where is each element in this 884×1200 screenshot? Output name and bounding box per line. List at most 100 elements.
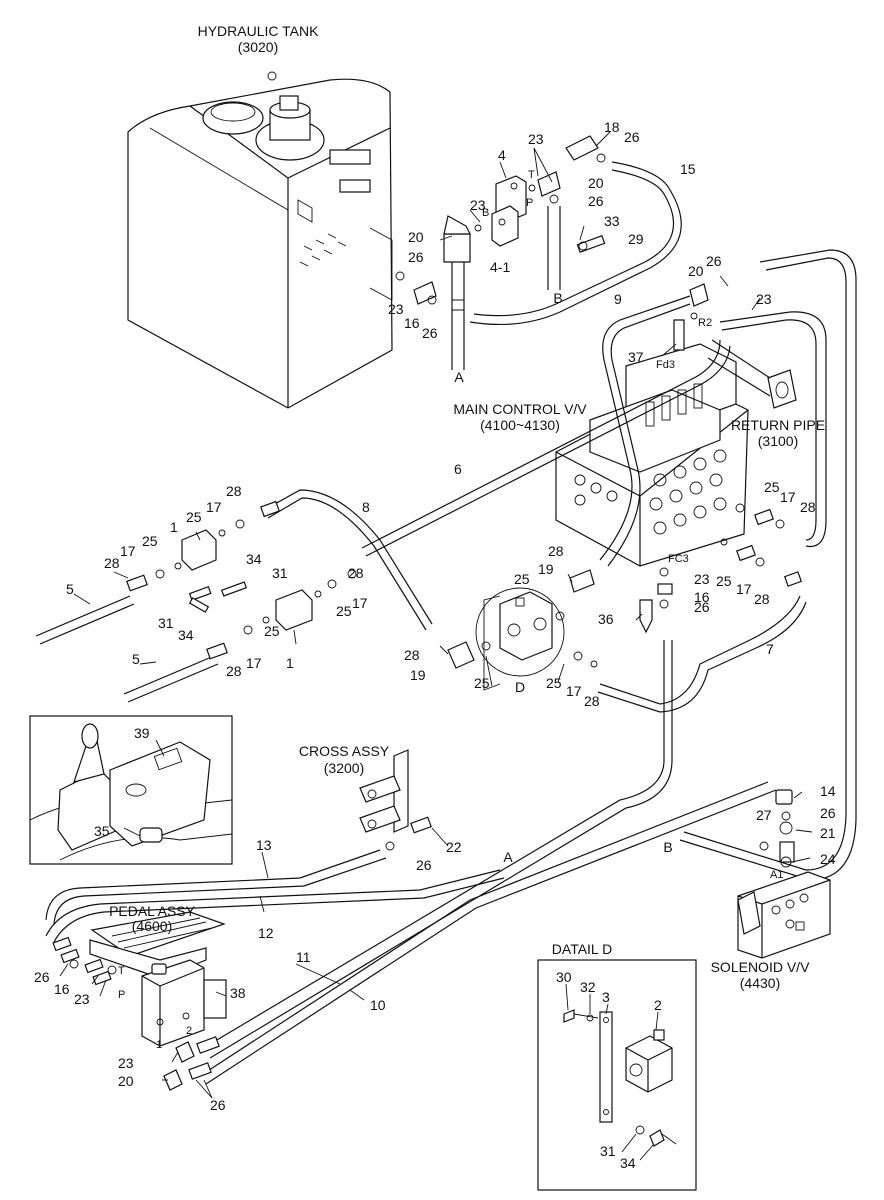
hose-13	[45, 849, 381, 921]
callout-36: 36	[598, 611, 614, 627]
callout-19: 19	[538, 561, 554, 577]
callout-12: 12	[258, 925, 274, 941]
inset-lever-view	[29, 715, 233, 865]
pedal-assy-label: PEDAL ASSY	[109, 903, 196, 919]
callout-23: 23	[388, 301, 404, 317]
callout-35: 35	[94, 823, 110, 839]
callout-26: 26	[34, 969, 50, 985]
callout-19: 19	[410, 667, 426, 683]
solenoid-vv-code: (4430)	[740, 975, 780, 991]
line-a	[199, 640, 665, 1051]
callout-5: 5	[132, 651, 140, 667]
main-control-vv-label: MAIN CONTROL V/V	[453, 401, 587, 417]
callout-25: 25	[764, 479, 780, 495]
callout-32: 32	[580, 979, 596, 995]
block-4	[491, 175, 527, 247]
callout-16: 16	[54, 981, 70, 997]
callout-26: 26	[694, 599, 710, 615]
callout-28: 28	[226, 483, 242, 499]
callout-17: 17	[352, 595, 368, 611]
hose-b	[547, 206, 561, 290]
callout-25: 25	[514, 571, 530, 587]
return-pipe-label: RETURN PIPE	[731, 417, 825, 433]
callout-34: 34	[178, 627, 194, 643]
hose-9-outer	[607, 303, 691, 567]
callout-4-1: 4-1	[490, 259, 510, 275]
hose-6-outer	[365, 345, 731, 557]
callout-15: 15	[680, 161, 696, 177]
line-b-label: B	[663, 839, 672, 855]
hose-12	[45, 869, 501, 937]
callout-26: 26	[588, 193, 604, 209]
hose-7-outer	[597, 601, 807, 713]
line-b-outer	[205, 789, 777, 1085]
hose-6	[361, 339, 721, 549]
callout-numbers: 4 23 18 26 15 20 26 23 20 26 4-1 33 29 2…	[34, 119, 836, 1171]
hose-15-outer	[473, 169, 675, 317]
pedal-assy-code: (4600)	[132, 918, 172, 934]
right-fittings	[639, 283, 803, 634]
pedal-port-2: 2	[186, 1025, 192, 1037]
line-a-label: A	[503, 849, 513, 865]
cross-assy-label: CROSS ASSY	[299, 743, 390, 759]
detail-d-box	[537, 959, 697, 1191]
callout-17: 17	[566, 683, 582, 699]
port-a-label: A	[454, 369, 464, 385]
callout-28: 28	[404, 647, 420, 663]
solenoid-vv-label: SOLENOID V/V	[711, 959, 810, 975]
hose-14	[679, 249, 857, 881]
callout-28: 28	[754, 591, 770, 607]
callout-17: 17	[780, 489, 796, 505]
callout-20: 20	[118, 1073, 134, 1089]
callout-8: 8	[362, 499, 370, 515]
hose-8-outer	[267, 497, 427, 631]
block-d	[447, 569, 598, 691]
port-r2-label: R2	[698, 317, 712, 329]
pedal-assy	[89, 911, 227, 1091]
callout-18: 18	[604, 119, 620, 135]
pedal-port-p: P	[118, 989, 125, 1001]
callout-28: 28	[104, 555, 120, 571]
callout-37: 37	[628, 349, 644, 365]
callout-33: 33	[604, 213, 620, 229]
pedal-port-1: 1	[156, 1039, 162, 1051]
callout-29: 29	[628, 231, 644, 247]
hydraulic-tank	[127, 71, 393, 409]
callout-25: 25	[264, 623, 280, 639]
solenoid-valve	[737, 789, 831, 959]
callout-2: 2	[654, 997, 662, 1013]
callout-27: 27	[756, 807, 772, 823]
port-labels: A B D T P B R2 Fd3 FC3 A1 T P 1 2 A B	[118, 169, 783, 1051]
hose-9	[599, 295, 691, 561]
pedal-fittings	[52, 936, 117, 986]
detail-d-title: DATAIL D	[552, 941, 612, 957]
callout-26: 26	[422, 325, 438, 341]
line-b	[199, 781, 769, 1077]
callout-25: 25	[186, 509, 202, 525]
callout-26: 26	[624, 129, 640, 145]
hose-5-lower	[123, 655, 219, 703]
callout-26: 26	[210, 1097, 226, 1113]
leader-lines	[59, 131, 813, 1161]
hose-14-outer	[683, 257, 847, 871]
callout-21: 21	[820, 825, 836, 841]
callout-9: 9	[614, 291, 622, 307]
port-fd3-label: Fd3	[656, 359, 675, 371]
left-fittings	[126, 500, 357, 660]
pedal-port-t: T	[118, 965, 125, 977]
callout-23: 23	[470, 197, 486, 213]
main-control-valve	[555, 339, 797, 567]
callout-28: 28	[584, 693, 600, 709]
callout-11: 11	[296, 949, 311, 965]
callout-31: 31	[600, 1143, 616, 1159]
hose-13-outer	[53, 857, 387, 925]
callout-25: 25	[474, 675, 490, 691]
callout-17: 17	[246, 655, 262, 671]
callout-17: 17	[736, 581, 752, 597]
callout-7: 7	[766, 641, 774, 657]
callout-23: 23	[118, 1055, 134, 1071]
callout-20: 20	[408, 229, 424, 245]
callout-22: 22	[446, 839, 462, 855]
main-control-vv-code: (4100~4130)	[480, 417, 560, 433]
return-hose	[719, 311, 827, 548]
